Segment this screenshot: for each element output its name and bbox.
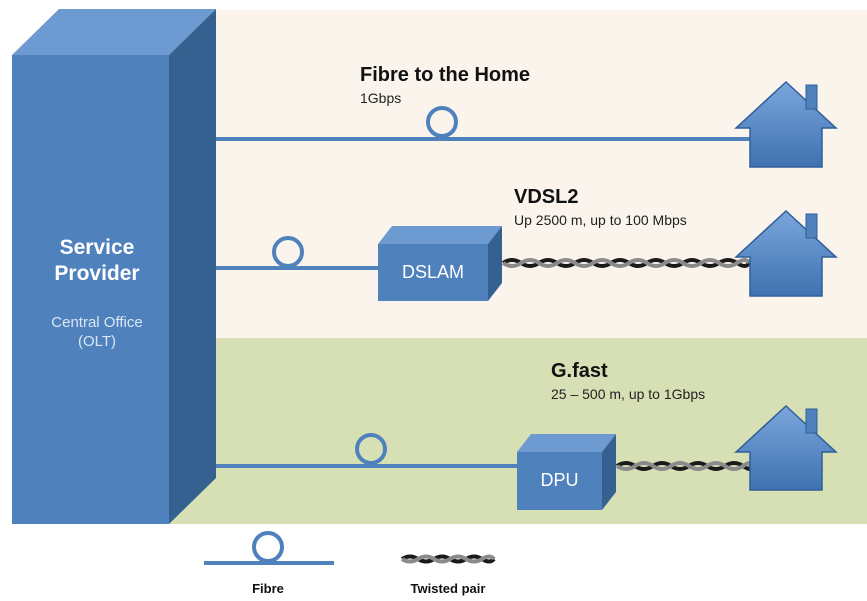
legend-fibre-label: Fibre: [252, 581, 284, 596]
gfast-region-background: [160, 338, 867, 524]
vdsl-title: VDSL2: [514, 186, 579, 208]
house-icon: [734, 80, 838, 168]
gfast-title: G.fast: [551, 360, 608, 382]
legend-twisted-pair-label: Twisted pair: [410, 581, 486, 596]
ftth-title: Fibre to the Home: [360, 64, 531, 86]
provider-title-line1: Service: [59, 236, 135, 259]
vdsl-detail: Up 2500 m, up to 100 Mbps: [514, 212, 687, 228]
provider-subtitle-line2: (OLT): [77, 333, 117, 350]
house-icon: [734, 209, 838, 297]
legend-twisted-pair-icon: [400, 554, 496, 564]
provider-subtitle-line1: Central Office: [51, 314, 143, 331]
provider-title-line2: Provider: [54, 262, 140, 285]
ftth-speed: 1Gbps: [360, 90, 402, 106]
service-provider-tower: [12, 9, 216, 524]
dslam-label: DSLAM: [401, 262, 464, 282]
gfast-fibre-loop: [355, 433, 387, 465]
house-icon: [734, 404, 838, 491]
dslam-box: [378, 226, 502, 301]
ftth-fibre-loop: [426, 106, 458, 138]
dpu-label: DPU: [540, 470, 579, 490]
gfast-twisted-pair: [615, 461, 753, 471]
vdsl-twisted-pair: [501, 258, 751, 268]
legend-fibre-loop-icon: [252, 531, 284, 563]
copper-fibre-region-background: [160, 10, 867, 338]
gfast-detail: 25 – 500 m, up to 1Gbps: [551, 386, 706, 402]
dpu-box: [517, 434, 616, 510]
vdsl-fibre-loop: [272, 236, 304, 268]
